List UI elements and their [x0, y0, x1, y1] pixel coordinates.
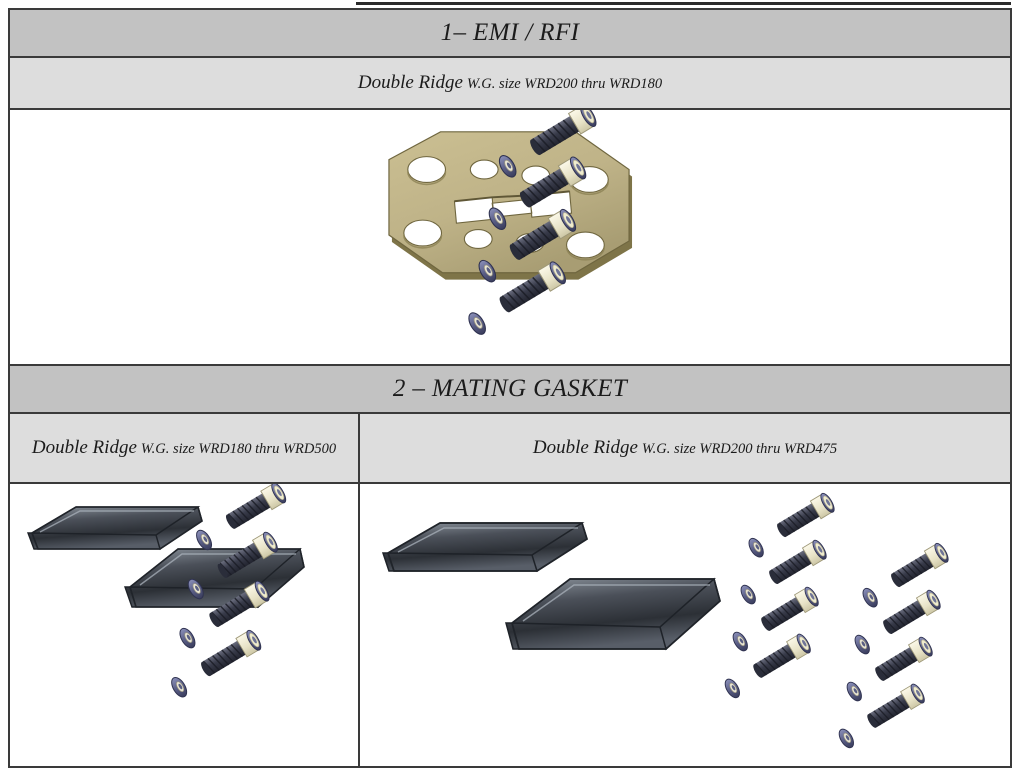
socket-head-screw — [879, 587, 944, 639]
section-1-figure-cell — [10, 110, 1010, 366]
emi-rfi-figure-svg — [388, 110, 633, 338]
lock-washer — [168, 674, 191, 700]
lock-washer — [737, 582, 759, 607]
section-2-header-row: 2 – MATING GASKET — [10, 366, 1010, 414]
socket-head-screw — [757, 584, 822, 636]
section-1-heading: 1– EMI / RFI — [440, 19, 580, 46]
section-2-subheader-row: Double Ridge W.G. size WRD180 thru WRD50… — [10, 414, 1010, 484]
hardware-cluster — [835, 540, 952, 751]
mating-gasket-small-figure — [10, 484, 358, 766]
emi-rfi-gasket-plate-figure — [10, 110, 1010, 364]
section-2-col-1-subheader: Double Ridge W.G. size WRD180 thru WRD50… — [10, 414, 360, 482]
section-2-col-2-subheading-detail: W.G. size WRD200 thru WRD475 — [641, 440, 838, 457]
mating-gasket-small-svg — [26, 484, 305, 700]
socket-head-screw — [863, 681, 928, 733]
section-2-heading: 2 – MATING GASKET — [392, 375, 628, 402]
section-1-header-row: 1– EMI / RFI — [10, 10, 1010, 58]
rectangular-gasket-ring — [124, 547, 305, 609]
section-2-col-1-subheading-detail: W.G. size WRD180 thru WRD500 — [140, 440, 337, 457]
lock-washer — [745, 535, 767, 560]
rectangular-gasket-ring — [505, 577, 721, 651]
top-divider-stub — [356, 2, 1011, 5]
mating-gasket-large-svg — [381, 490, 952, 751]
section-2-col-1-figure-cell — [10, 484, 360, 766]
lock-washer — [721, 676, 743, 701]
lock-washer — [851, 632, 873, 657]
socket-head-screw — [196, 627, 265, 681]
section-2-col-1-subheading-lead: Double Ridge — [31, 436, 137, 458]
rectangular-gasket-ring — [26, 505, 203, 551]
lock-washer — [835, 726, 857, 751]
lock-washer — [176, 625, 199, 651]
lock-washer — [729, 629, 751, 654]
section-2-col-2-figure-cell — [360, 484, 1010, 766]
section-1-subheader-row: Double Ridge W.G. size WRD200 thru WRD18… — [10, 58, 1010, 110]
section-1-subheading: Double Ridge W.G. size WRD200 thru WRD18… — [348, 72, 672, 94]
socket-head-screw — [773, 490, 838, 542]
lock-washer — [464, 309, 490, 338]
section-2-col-2-subheader: Double Ridge W.G. size WRD200 thru WRD47… — [360, 414, 1010, 482]
socket-head-screw — [221, 484, 290, 534]
specification-table: 1– EMI / RFI Double Ridge W.G. size WRD2… — [8, 8, 1012, 768]
lock-washer — [859, 585, 881, 610]
section-1-subheading-detail: W.G. size WRD200 thru WRD180 — [466, 75, 663, 92]
section-2-figure-row — [10, 484, 1010, 766]
lock-washer — [843, 679, 865, 704]
socket-head-screw — [887, 540, 952, 592]
section-2-col-2-subheading-lead: Double Ridge — [532, 436, 638, 458]
socket-head-screw — [749, 631, 814, 683]
rectangular-gasket-ring — [381, 521, 589, 573]
flange-gasket-plate — [388, 131, 633, 280]
socket-head-screw — [765, 537, 830, 589]
section-1-subheading-lead: Double Ridge — [357, 71, 463, 93]
socket-head-screw — [871, 634, 936, 686]
mating-gasket-large-figure — [360, 484, 1010, 766]
